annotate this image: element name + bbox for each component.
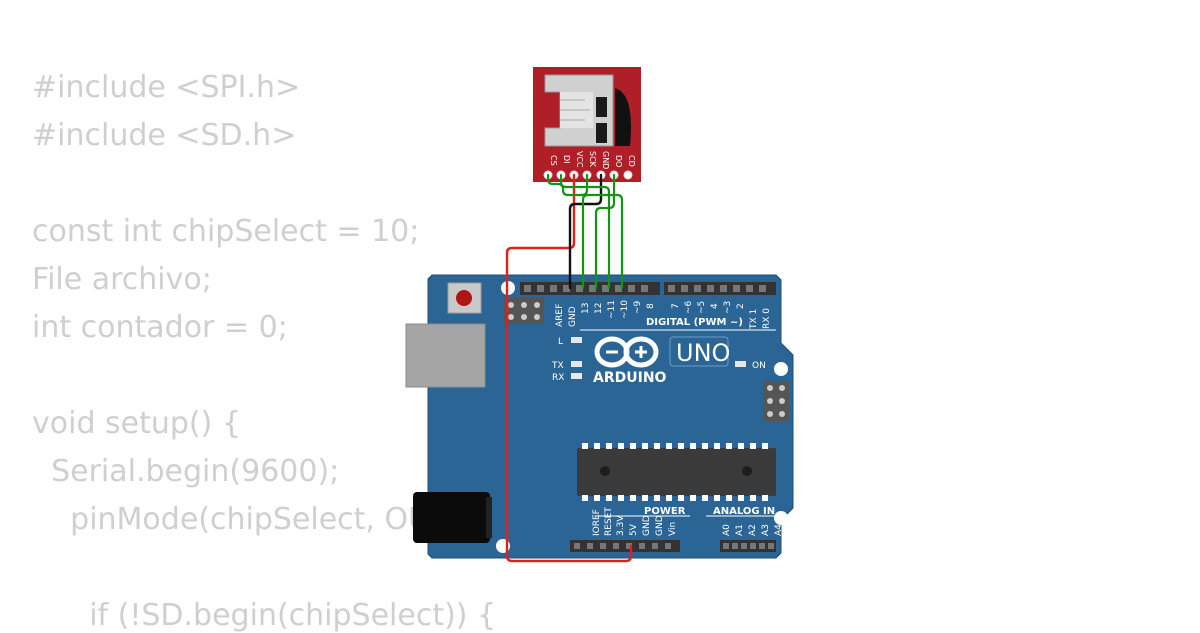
sd-pin-label-cd: CD bbox=[627, 155, 636, 167]
pin-label-3v3: 3.3V bbox=[616, 515, 626, 536]
pin-label-a1: A1 bbox=[735, 524, 745, 536]
wires bbox=[505, 173, 633, 563]
pin-label-5v: 5V bbox=[629, 523, 639, 536]
arduino-infinity-logo-icon bbox=[594, 336, 659, 368]
pin-label-7: 7 bbox=[671, 303, 681, 309]
code-line: File archivo; bbox=[32, 262, 212, 297]
analog-pin-labels: A0 A1 A2 A3 A4 A5 bbox=[722, 524, 797, 536]
uno-badge bbox=[669, 336, 729, 367]
icsp-header bbox=[763, 381, 789, 421]
code-line: void setup() { bbox=[32, 406, 241, 441]
code-line: const int chipSelect = 10; bbox=[32, 214, 420, 249]
digital-header-pins[interactable] bbox=[524, 285, 766, 292]
pin-label-vin: Vin bbox=[668, 522, 678, 536]
pin-label-gnd: GND bbox=[655, 515, 665, 536]
wire-gnd-gnd[interactable] bbox=[568, 173, 603, 290]
arduino-brand: ARDUINO bbox=[593, 370, 667, 386]
power-label: POWER bbox=[644, 506, 686, 517]
sd-pin-label-do: DO bbox=[614, 155, 623, 167]
pin-label-a4: A4 bbox=[774, 524, 784, 536]
wire-sck-13[interactable] bbox=[580, 173, 590, 290]
led-tx bbox=[571, 361, 582, 367]
mounting-hole bbox=[774, 362, 788, 376]
pin-label-a3: A3 bbox=[761, 524, 771, 536]
pin-label-gnd: GND bbox=[568, 306, 578, 327]
pin-label-6: ~6 bbox=[684, 300, 694, 314]
arduino-uno-board[interactable]: AREF GND 13 12 ~11 ~10 ~9 8 7 ~6 ~5 4 ~3… bbox=[405, 274, 797, 559]
pin-label-12: 12 bbox=[594, 303, 604, 314]
analog-header[interactable] bbox=[720, 540, 776, 552]
led-l bbox=[571, 337, 582, 343]
led-rx bbox=[571, 373, 582, 379]
sd-pin-label-di: DI bbox=[562, 155, 571, 164]
sd-pin-label-gnd: GND bbox=[601, 151, 610, 169]
digital-header-label: DIGITAL (PWM ~) bbox=[646, 317, 743, 328]
pin-label-11: ~11 bbox=[607, 300, 617, 319]
pin-label-tx: TX 1 bbox=[749, 309, 759, 330]
pin-label-2: 2 bbox=[736, 303, 746, 309]
mounting-hole bbox=[774, 511, 788, 525]
sd-card-slot-icon bbox=[544, 74, 631, 147]
led-on-label: ON bbox=[752, 361, 766, 371]
uno-model: UNO bbox=[676, 339, 730, 367]
power-header[interactable] bbox=[570, 540, 680, 552]
wire-do-12[interactable] bbox=[594, 173, 616, 290]
dc-barrel-jack bbox=[413, 492, 490, 543]
analog-label: ANALOG IN bbox=[713, 506, 775, 517]
pin-label-3: ~3 bbox=[723, 301, 733, 314]
pin-label-rx: RX 0 bbox=[762, 308, 772, 329]
code-line: #include <SPI.h> bbox=[32, 70, 301, 105]
pin-label-gnd: GND bbox=[642, 515, 652, 536]
sd-card-module[interactable]: CS DI VCC SCK GND DO CD bbox=[533, 67, 641, 182]
led-tx-label: TX bbox=[551, 361, 564, 371]
led-rx-label: RX bbox=[552, 373, 564, 383]
sd-pin-label-vcc: VCC bbox=[575, 151, 584, 168]
pin-label-8: 8 bbox=[646, 303, 656, 309]
pin-label-reset: RESET bbox=[604, 507, 614, 536]
sd-pin-labels: CS DI VCC SCK GND DO CD bbox=[549, 151, 636, 169]
power-pin-labels: IOREF RESET 3.3V 5V GND GND Vin bbox=[592, 507, 678, 536]
pin-label-a5: A5 bbox=[787, 524, 797, 536]
led-on bbox=[735, 361, 746, 367]
led-l-label: L bbox=[558, 337, 563, 347]
digital-pin-labels: AREF GND 13 12 ~11 ~10 ~9 8 7 ~6 ~5 4 ~3… bbox=[555, 300, 772, 330]
wire-cs-10[interactable] bbox=[546, 173, 624, 290]
pin-label-a2: A2 bbox=[748, 524, 758, 536]
pin-label-10: ~10 bbox=[620, 300, 630, 319]
pin-label-5: ~5 bbox=[697, 301, 707, 314]
wire-vcc-5v[interactable] bbox=[505, 173, 633, 563]
pin-label-aref: AREF bbox=[555, 304, 565, 327]
pin-label-a0: A0 bbox=[722, 524, 732, 536]
pin-label-13: 13 bbox=[581, 303, 591, 314]
pin-label-ioref: IOREF bbox=[592, 509, 602, 536]
sd-pin-label-sck: SCK bbox=[588, 151, 597, 168]
pin-label-9: ~9 bbox=[633, 300, 643, 314]
icsp-header-usb bbox=[504, 298, 544, 324]
sd-pin-label-cs: CS bbox=[549, 155, 558, 166]
usb-connector bbox=[405, 323, 486, 388]
code-line: Serial.begin(9600); bbox=[32, 454, 340, 489]
dc-barrel-jack-flange bbox=[486, 497, 492, 538]
code-line: #include <SD.h> bbox=[32, 118, 297, 153]
atmega-microcontroller-chip bbox=[577, 443, 776, 501]
code-line: if (!SD.begin(chipSelect)) { bbox=[32, 598, 497, 633]
pin-label-4: 4 bbox=[710, 303, 720, 309]
reset-button[interactable] bbox=[447, 282, 482, 314]
code-line: int contador = 0; bbox=[32, 310, 288, 345]
